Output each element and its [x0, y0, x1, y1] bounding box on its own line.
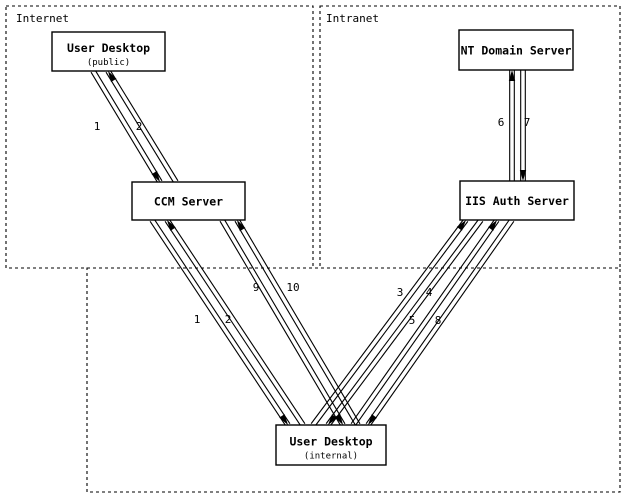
step-label-flow-2-internal: 2 [225, 313, 232, 326]
zone-boundary-intranet [319, 5, 621, 269]
flow-stroke-flow-3-0 [310, 218, 465, 424]
arrow-head-flow-7 [519, 170, 527, 181]
flow-stroke-flow-1-internal-1 [149, 220, 287, 427]
arrow-head-flow-2-public [108, 71, 117, 83]
flow-flow-2-internal [164, 218, 306, 427]
step-label-flow-7: 7 [524, 116, 531, 129]
step-label-flow-3: 3 [397, 286, 404, 299]
node-subtitle-user-desktop-internal: (internal) [304, 452, 358, 462]
step-label-flow-5: 5 [409, 314, 416, 327]
arrow-head-flow-1-public [151, 170, 160, 182]
flow-stroke-flow-8-1 [365, 218, 511, 424]
flow-flow-3 [310, 218, 469, 427]
flow-flow-2-public [105, 69, 179, 184]
arrow-head-flow-4 [328, 414, 338, 425]
flow-stroke-flow-8-0 [369, 221, 515, 427]
node-box-user-desktop-public[interactable] [51, 31, 166, 72]
step-label-flow-2-public: 2 [136, 120, 143, 133]
node-user-desktop-public[interactable]: User Desktop (public) [51, 31, 166, 72]
flow-stroke-flow-1-internal-0 [153, 218, 291, 425]
flow-stroke-flow-2-public-0 [105, 71, 175, 184]
flow-stroke-flow-10-1 [238, 218, 361, 425]
arrow-head-flow-8 [368, 414, 377, 425]
flow-flow-4 [325, 218, 484, 427]
flow-stroke-flow-2-internal-0 [164, 220, 302, 427]
node-title-user-desktop-public: User Desktop [67, 41, 150, 55]
arrow-head-flow-10 [237, 220, 246, 232]
flow-stroke-flow-1-public-1 [90, 71, 159, 184]
node-title-iis-auth-server: IIS Auth Server [465, 194, 569, 208]
flow-stroke-flow-4-1 [325, 218, 480, 424]
node-box-user-desktop-internal[interactable] [275, 424, 387, 466]
node-title-nt-domain-server: NT Domain Server [461, 44, 572, 58]
flow-flow-7 [519, 70, 527, 181]
step-label-flow-6: 6 [498, 116, 505, 129]
flow-stroke-flow-10-0 [234, 220, 357, 427]
node-title-ccm-server: CCM Server [154, 195, 223, 209]
node-subtitle-user-desktop-public: (public) [87, 58, 130, 68]
node-nt-domain-server[interactable]: NT Domain Server [458, 29, 574, 71]
flow-flow-5 [350, 218, 500, 427]
flow-stroke-flow-5-1 [354, 221, 500, 427]
arrow-head-flow-6 [508, 70, 516, 81]
arrow-head-flow-3 [456, 220, 466, 231]
arrow-head-flow-1-internal [279, 414, 288, 425]
zone-intranet: Intranet [319, 5, 621, 269]
node-iis-auth-server[interactable]: IIS Auth Server [459, 180, 575, 221]
zone-label-internet: Internet [16, 12, 69, 25]
step-label-flow-1-internal: 1 [194, 313, 201, 326]
step-label-flow-10: 10 [286, 281, 299, 294]
flow-flow-8 [365, 218, 515, 427]
node-box-iis-auth-server[interactable] [459, 180, 575, 221]
flow-stroke-flow-3-1 [314, 221, 469, 427]
flow-flow-1-internal [149, 218, 291, 427]
flow-flow-9 [219, 218, 346, 427]
step-label-flow-8: 8 [435, 314, 442, 327]
arrow-head-flow-2-internal [167, 220, 176, 231]
zone-label-intranet: Intranet [326, 12, 379, 25]
arrow-head-flow-5 [488, 220, 497, 231]
zone-internal [86, 267, 621, 493]
node-box-nt-domain-server[interactable] [458, 29, 574, 71]
flow-stroke-flow-2-internal-1 [168, 218, 306, 425]
flow-flow-1-public [90, 69, 163, 184]
flow-stroke-flow-9-0 [223, 218, 346, 425]
zone-boundary-internal [86, 267, 621, 493]
flow-stroke-flow-4-0 [329, 221, 484, 427]
flow-flow-10 [234, 218, 361, 427]
step-label-flow-4: 4 [426, 286, 433, 299]
node-box-ccm-server[interactable] [131, 181, 246, 221]
flow-labels-layer: 1 2 1 2 9 10 3 4 5 8 6 7 [94, 116, 531, 327]
flow-stroke-flow-1-public-0 [94, 69, 163, 182]
flow-stroke-flow-2-public-1 [109, 69, 179, 182]
zones-layer: Internet Intranet [5, 5, 621, 493]
node-title-user-desktop-internal: User Desktop [289, 435, 372, 449]
node-user-desktop-internal[interactable]: User Desktop (internal) [275, 424, 387, 466]
flow-flow-6 [508, 70, 516, 181]
node-ccm-server[interactable]: CCM Server [131, 181, 246, 221]
step-label-flow-9: 9 [253, 281, 260, 294]
flow-stroke-flow-9-1 [219, 220, 342, 427]
step-label-flow-1-public: 1 [94, 120, 101, 133]
flow-stroke-flow-5-0 [350, 218, 496, 424]
nodes-layer: User Desktop (public) CCM Server NT Domain … [51, 29, 575, 466]
flows-layer [90, 69, 527, 427]
